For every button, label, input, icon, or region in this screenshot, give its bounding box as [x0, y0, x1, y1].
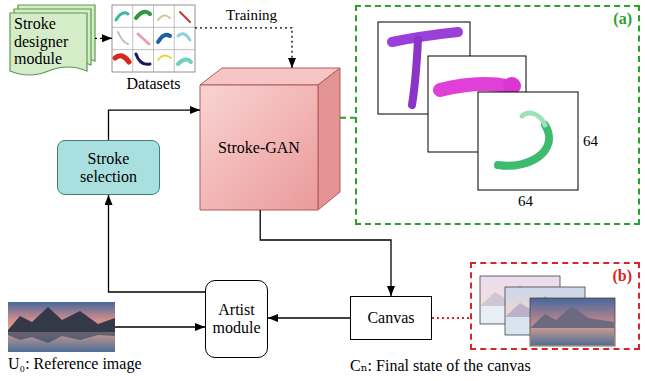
dimension-label: 64	[518, 193, 533, 210]
stroke-image	[478, 92, 578, 190]
photo-lake	[8, 332, 115, 352]
dashed-connector	[340, 117, 355, 119]
sample-stroke	[180, 12, 190, 22]
stroke-paint	[440, 84, 512, 90]
photo-mountain	[8, 307, 115, 332]
cube-front	[200, 85, 318, 210]
dataset-image: Datasets	[112, 5, 195, 72]
caption-label: Cₙ: Final state of the canvas	[350, 357, 531, 375]
canvas-states	[480, 276, 615, 346]
gan-cube-faces	[200, 68, 340, 210]
dashed-connector	[95, 38, 112, 39]
sample-stroke	[158, 55, 171, 60]
sample-stroke	[178, 34, 190, 40]
sample-stroke	[138, 34, 149, 44]
panel-tag: (a)	[613, 10, 632, 28]
edge-label: Training	[226, 7, 277, 24]
reference-image: U₀: Reference image	[8, 302, 115, 352]
panel-tag: (b)	[612, 267, 632, 285]
result-panel: (b)	[470, 262, 640, 350]
canvas-sky	[530, 298, 615, 346]
node-label: Artist module	[210, 301, 263, 336]
sample-stroke	[118, 32, 128, 44]
reference-photo	[8, 302, 115, 352]
result-panel: (a)	[355, 5, 640, 225]
sample-stroke	[158, 35, 170, 42]
stroke-paint	[498, 125, 549, 166]
sample-stroke	[178, 59, 191, 64]
gan-cube: Stroke-GAN	[200, 68, 340, 210]
arrow-connector	[109, 195, 206, 292]
arrow-connector	[260, 210, 391, 296]
document-page	[10, 13, 87, 75]
generated-strokes	[378, 22, 578, 190]
sample-stroke	[116, 13, 128, 20]
node-label: Stroke designer module	[14, 15, 81, 68]
sample-stroke	[136, 12, 150, 18]
photo-sky	[8, 302, 115, 332]
photo-reflection	[8, 332, 115, 343]
image-caption: U₀: Reference image	[8, 355, 142, 373]
dataset-grid-image	[112, 5, 195, 72]
canvas-mountain	[531, 306, 614, 328]
stroke-paint	[412, 40, 418, 105]
process-box: Canvas	[350, 296, 432, 340]
sample-stroke	[158, 15, 170, 20]
document-stack-box: Stroke designer module	[10, 5, 95, 79]
canvas-water	[531, 328, 614, 345]
stroke-paint	[522, 113, 545, 125]
arrow-connector	[268, 317, 350, 318]
arrow-connector	[115, 326, 205, 327]
node-label: Stroke selection	[64, 150, 153, 185]
dashed-connector	[195, 28, 292, 68]
dashed-connector	[432, 317, 470, 319]
process-box: Stroke selection	[57, 140, 160, 195]
cube-top	[200, 68, 340, 85]
image-caption: Datasets	[102, 75, 205, 93]
document-stack	[10, 5, 95, 75]
process-box: Artist module	[205, 280, 268, 358]
sample-strokes	[115, 12, 191, 65]
cube-side	[318, 68, 340, 210]
sample-stroke	[136, 54, 150, 64]
grid-lines	[112, 5, 195, 72]
node-label: Canvas	[367, 309, 414, 327]
grid-frame	[112, 5, 195, 72]
dimension-label: 64	[583, 133, 598, 150]
node-label: Stroke-GAN	[218, 139, 300, 157]
stroke-paint	[392, 32, 458, 42]
sample-stroke	[115, 56, 129, 62]
arrow-connector	[109, 110, 201, 140]
